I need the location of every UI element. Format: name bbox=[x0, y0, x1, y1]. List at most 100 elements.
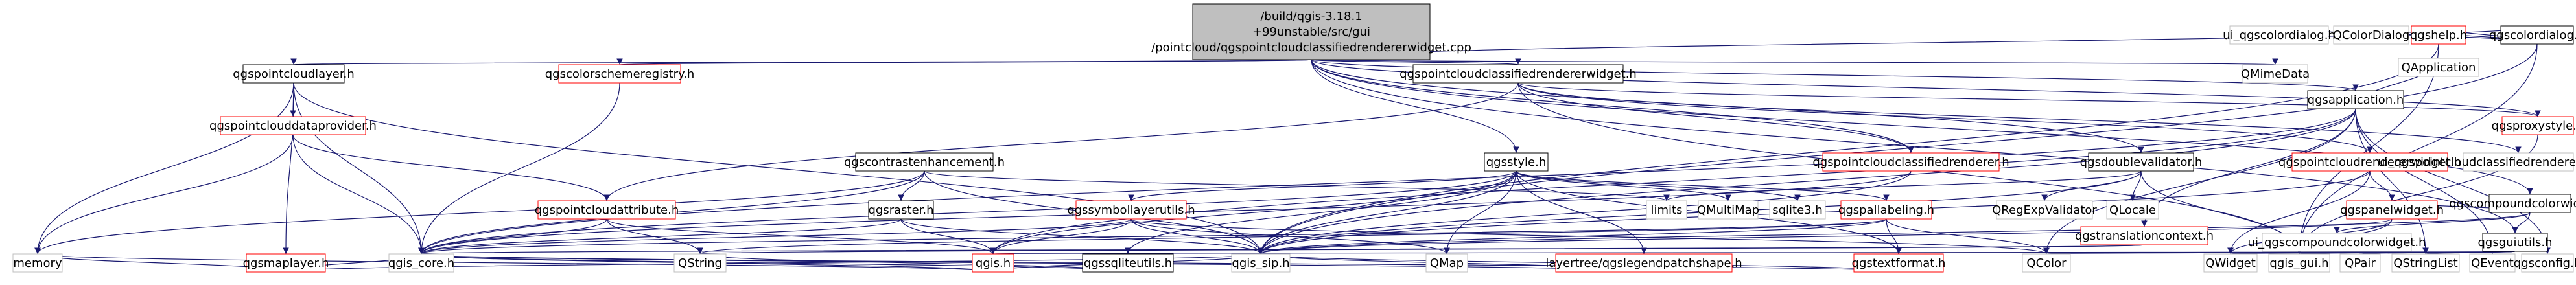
node-box-qgsguiutils bbox=[2482, 233, 2548, 252]
node-box-qgsconfig bbox=[2521, 253, 2574, 273]
node-qgspointcloudlayer[interactable]: qgspointcloudlayer.h bbox=[233, 64, 355, 84]
node-label-qlocale: QLocale bbox=[2109, 203, 2156, 217]
node-qgis[interactable]: qgis.h bbox=[972, 253, 1014, 273]
node-label-root: +99unstable/src/gui bbox=[1252, 25, 1370, 39]
node-label-qgscolordialog: qgscolordialog.h bbox=[2489, 28, 2576, 42]
edge-qgshelp-to-qgis_sip bbox=[1258, 43, 2439, 255]
node-layer: /build/qgis-3.18.1+99unstable/src/gui/po… bbox=[12, 3, 2576, 273]
edge-qgsraster-to-qgis_core bbox=[418, 218, 902, 255]
edge-root-to-qgsproxystyle bbox=[1311, 59, 2541, 117]
node-box-root bbox=[1192, 3, 1431, 60]
edge-qgspointcloudclassifiedrendererwidget-to-qgsproxystyle bbox=[1517, 82, 2541, 117]
node-label-qgspointcloudrendererwidget: qgspointcloudrendererwidget.h bbox=[2278, 155, 2461, 169]
node-qgis_gui: qgis_gui.h bbox=[2268, 253, 2330, 273]
edge-qgsraster-to-qgis_sip bbox=[900, 218, 1264, 255]
node-qgsguiutils[interactable]: qgsguiutils.h bbox=[2477, 233, 2553, 252]
edge-qgscontrastenhancement-to-limits bbox=[924, 170, 1670, 201]
node-label-qgsdoublevalidator: qgsdoublevalidator.h bbox=[2080, 155, 2203, 169]
node-box-qmap bbox=[1425, 253, 1468, 273]
edge-qgssymbollayerutils-to-qgis_sip bbox=[1130, 218, 1264, 255]
node-box-limits bbox=[1646, 200, 1687, 220]
node-qgsmaplayer[interactable]: qgsmaplayer.h bbox=[243, 253, 329, 273]
node-qgscolorschemeregistry[interactable]: qgscolorschemeregistry.h bbox=[545, 64, 694, 84]
node-label-qcolordialog: QColorDialog bbox=[2333, 28, 2410, 42]
node-legendpatchshape[interactable]: layertree/qgslegendpatchshape.h bbox=[1545, 253, 1742, 273]
node-qgspointclouddataprovider[interactable]: qgspointclouddataprovider.h bbox=[209, 116, 377, 135]
node-box-qlocale bbox=[2106, 200, 2159, 220]
node-qgsdoublevalidator[interactable]: qgsdoublevalidator.h bbox=[2080, 152, 2203, 172]
node-label-memory: memory bbox=[13, 256, 62, 270]
edge-root-to-qgspointcloudlayer bbox=[293, 58, 1312, 65]
node-box-legendpatchshape bbox=[1555, 253, 1733, 273]
edge-qgspallabeling-to-qgstextformat bbox=[1886, 218, 1902, 255]
node-qgspallabeling[interactable]: qgspallabeling.h bbox=[1838, 200, 1934, 220]
node-box-qgsraster bbox=[868, 200, 934, 220]
edge-qgscompoundcolorwidget-to-qgis_sip bbox=[1258, 212, 2531, 255]
node-qgis_sip: qgis_sip.h bbox=[1231, 253, 1291, 273]
edge-root-to-qmimedata bbox=[1311, 58, 2277, 65]
node-qgsraster[interactable]: qgsraster.h bbox=[868, 200, 934, 220]
edge-root-to-qgscompoundcolorwidget bbox=[1311, 59, 2533, 195]
node-qgshelp[interactable]: qgshelp.h bbox=[2410, 25, 2467, 45]
node-qgscontrastenhancement[interactable]: qgscontrastenhancement.h bbox=[844, 152, 1005, 172]
node-qgis_core: qgis_core.h bbox=[388, 253, 454, 273]
node-box-qgspallabeling bbox=[1840, 200, 1932, 220]
edge-qgspointcloudlayer-to-qgis_core bbox=[293, 82, 425, 255]
edge-qgsapplication-to-qcolor bbox=[2043, 108, 2356, 255]
node-label-qgscompoundcolorwidget: qgscompoundcolorwidget.h bbox=[2449, 197, 2576, 211]
node-box-qgscompoundcolorwidget bbox=[2488, 194, 2571, 213]
node-qgstextformat[interactable]: qgstextformat.h bbox=[1852, 253, 1946, 273]
node-qgsstyle[interactable]: qgsstyle.h bbox=[1484, 152, 1549, 172]
edge-qgscolordialog-to-qgis_gui bbox=[2296, 43, 2538, 255]
node-label-qgshelp: qgshelp.h bbox=[2410, 28, 2467, 42]
node-qcolordialog: QColorDialog bbox=[2333, 25, 2410, 45]
node-qgspointcloudclassifiedrendererwidget[interactable]: qgspointcloudclassifiedrendererwidget.h bbox=[1399, 64, 1637, 84]
edge-qgsapplication-to-qgis_sip bbox=[1258, 108, 2356, 255]
edge-qgscontrastenhancement-to-memory bbox=[34, 170, 925, 255]
node-box-qwidget bbox=[2203, 253, 2258, 273]
node-label-qgsstyle: qgsstyle.h bbox=[1486, 155, 1547, 169]
node-qgspointcloudclassifiedrenderer[interactable]: qgspointcloudclassifiedrenderer.h bbox=[1812, 152, 2009, 172]
edge-qgspointcloudlayer-to-memory bbox=[34, 82, 294, 255]
node-qgspointcloudattribute[interactable]: qgspointcloudattribute.h bbox=[535, 200, 679, 220]
node-box-qcolor bbox=[2022, 253, 2071, 273]
node-label-qmap: QMap bbox=[1430, 256, 1464, 270]
node-qgscompoundcolorwidget[interactable]: qgscompoundcolorwidget.h bbox=[2449, 194, 2576, 213]
node-box-qgsapplication bbox=[2307, 90, 2404, 109]
edge-qgscompoundcolorwidget-to-ui_compound bbox=[2334, 212, 2531, 234]
node-qpair: QPair bbox=[2339, 253, 2381, 273]
edge-qgsapplication-to-qstringlist bbox=[2355, 108, 2429, 255]
node-ui_compound: ui_qgscompoundcolorwidget.h bbox=[2248, 233, 2426, 252]
edge-qgssymbollayerutils-to-qgis bbox=[990, 218, 1132, 255]
node-box-qgspointcloudattribute bbox=[537, 200, 676, 220]
node-qgsapplication[interactable]: qgsapplication.h bbox=[2307, 90, 2404, 109]
node-qgsproxystyle[interactable]: qgsproxystyle.h bbox=[2492, 116, 2576, 135]
edge-qgspointcloudattribute-to-qstring bbox=[606, 218, 703, 255]
node-label-qgstextformat: qgstextformat.h bbox=[1852, 256, 1946, 270]
node-qgssqliteutils[interactable]: qgssqliteutils.h bbox=[1082, 253, 1174, 273]
node-label-qgsmaplayer: qgsmaplayer.h bbox=[243, 256, 329, 270]
node-qgscolordialog[interactable]: qgscolordialog.h bbox=[2489, 25, 2576, 45]
edge-qgsapplication-to-qgis_core bbox=[418, 108, 2356, 255]
node-box-qgspointcloudclassifiedrendererwidget bbox=[1412, 64, 1624, 84]
edge-qgspointcloudattribute-to-qgis_core bbox=[418, 218, 607, 255]
node-qgspointcloudrendererwidget[interactable]: qgspointcloudrendererwidget.h bbox=[2278, 152, 2461, 172]
node-label-qgis: qgis.h bbox=[976, 256, 1011, 270]
node-label-qgscontrastenhancement: qgscontrastenhancement.h bbox=[844, 155, 1005, 169]
edge-qgsdoublevalidator-to-limits bbox=[1663, 170, 2142, 201]
node-box-qgis_core bbox=[388, 253, 454, 273]
node-box-qapplication bbox=[2398, 58, 2479, 77]
node-label-qgspanelwidget: qgspanelwidget.h bbox=[2340, 203, 2444, 217]
node-label-qgspointcloudattribute: qgspointcloudattribute.h bbox=[535, 203, 679, 217]
node-qgstranslationcontext[interactable]: qgstranslationcontext.h bbox=[2075, 226, 2214, 245]
node-qwidget: QWidget bbox=[2203, 253, 2258, 273]
node-limits: limits bbox=[1646, 200, 1687, 220]
edge-root-to-qgspointcloudclassifiedrendererwidget bbox=[1311, 58, 1521, 65]
node-qgspanelwidget[interactable]: qgspanelwidget.h bbox=[2340, 200, 2444, 220]
node-box-memory bbox=[12, 253, 63, 273]
node-root[interactable]: /build/qgis-3.18.1+99unstable/src/gui/po… bbox=[1151, 3, 1471, 60]
node-ui_colordialog: ui_qgscolordialog.h bbox=[2223, 25, 2336, 45]
node-qgssymbollayerutils[interactable]: qgssymbollayerutils.h bbox=[1067, 200, 1195, 220]
node-label-qgspointclouddataprovider: qgspointclouddataprovider.h bbox=[209, 119, 377, 133]
node-label-qgspointcloudclassifiedrenderer: qgspointcloudclassifiedrenderer.h bbox=[1812, 155, 2009, 169]
